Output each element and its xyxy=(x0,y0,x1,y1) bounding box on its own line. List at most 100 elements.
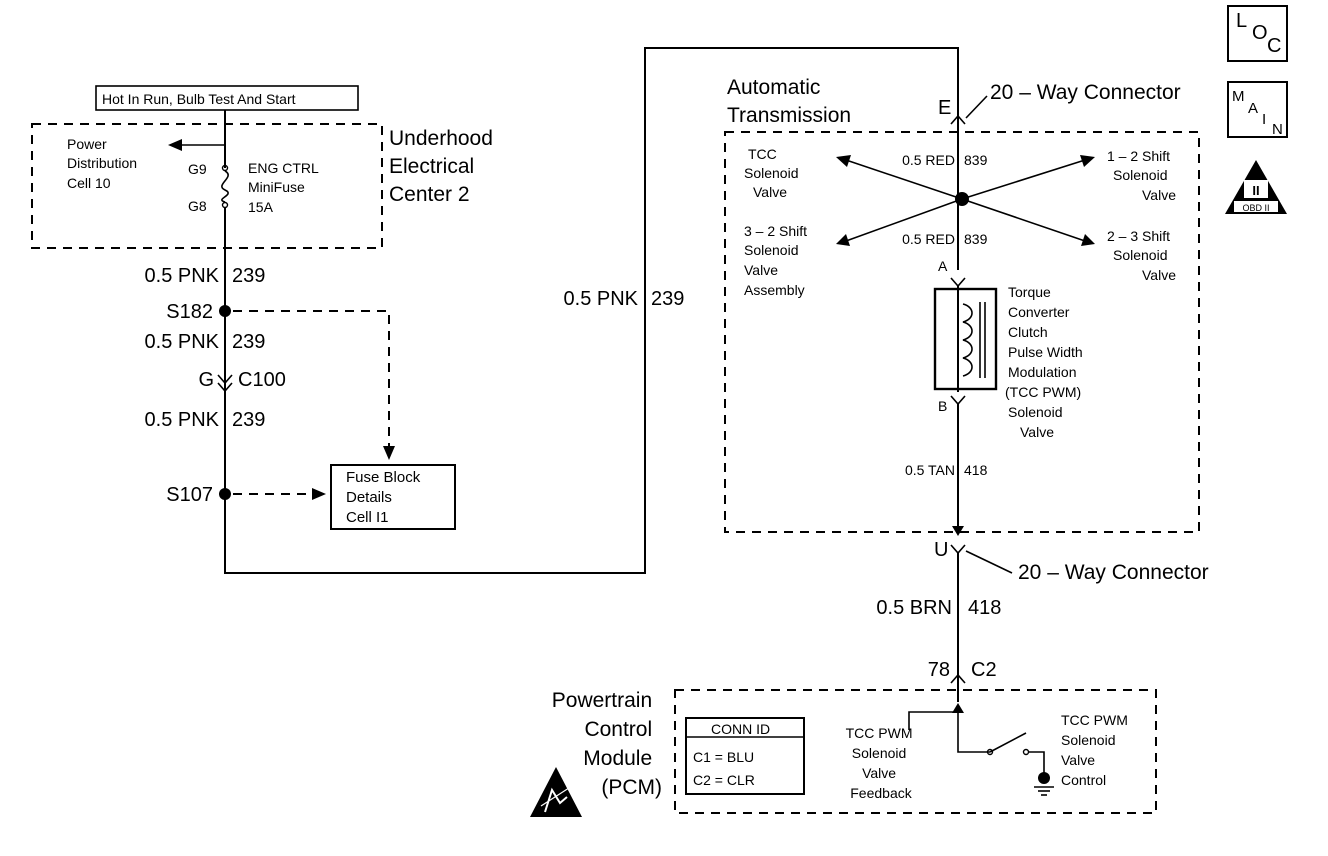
conn-top-pin: E xyxy=(938,97,951,119)
conn-id-row-2: C2 = CLR xyxy=(693,772,755,788)
branch-12 xyxy=(961,159,1086,200)
pwm-solenoid-coil xyxy=(962,303,973,377)
splice-s107: S107 xyxy=(166,484,213,506)
pcm-title: Powertrain Control Module (PCM) xyxy=(552,689,662,799)
ground-node xyxy=(1038,772,1050,784)
pcm-internal-wire xyxy=(957,712,990,753)
brn-wire-circuit: 418 xyxy=(968,597,1001,619)
conn-id-title: CONN ID xyxy=(711,721,770,737)
left-wire3-circuit: 239 xyxy=(232,409,265,431)
svg-text:OBD II: OBD II xyxy=(1242,203,1269,213)
pin-b-symbol xyxy=(950,395,966,406)
conn-id-box xyxy=(685,717,805,795)
s182-ref-arrowhead xyxy=(383,446,395,460)
splice-s182-dot xyxy=(219,305,231,317)
pin-a-symbol xyxy=(950,277,966,288)
conn-bottom-symbol xyxy=(950,544,966,555)
conn-bottom-leader xyxy=(965,550,1013,574)
tan-wire-circuit: 418 xyxy=(964,462,988,478)
svg-text:II: II xyxy=(1252,183,1259,198)
fuse-block-ref: Fuse Block Details Cell I1 xyxy=(346,469,424,526)
red-wire-top-gauge: 0.5 RED xyxy=(902,152,955,168)
conn-bottom-pin: U xyxy=(934,539,948,561)
supply-label: Hot In Run, Bulb Test And Start xyxy=(102,91,296,107)
svg-text:C: C xyxy=(1267,35,1281,57)
left-wire1-gauge: 0.5 PNK xyxy=(145,265,220,287)
fuse-label: ENG CTRL MiniFuse 15A xyxy=(248,160,322,215)
switch-contact-2 xyxy=(1022,748,1030,756)
fuse-terminal-bottom xyxy=(221,201,229,209)
pin-a: A xyxy=(938,258,948,274)
shift32-label: 3 – 2 Shift Solenoid Valve Assembly xyxy=(744,223,811,298)
left-pnk-wire xyxy=(224,47,959,574)
underhood-title: Underhood Electrical Center 2 xyxy=(389,127,499,206)
svg-text:O: O xyxy=(1252,22,1268,44)
pcm-pin-number: 78 xyxy=(928,659,950,681)
pin-g8: G8 xyxy=(188,198,207,214)
left-wire2-gauge: 0.5 PNK xyxy=(145,331,220,353)
left-wire3-gauge: 0.5 PNK xyxy=(145,409,220,431)
red-wire-mid-gauge: 0.5 RED xyxy=(902,231,955,247)
main-icon[interactable]: M A I N xyxy=(1227,81,1288,138)
fuse-block-box xyxy=(330,464,456,530)
center-wire-gauge: 0.5 PNK xyxy=(564,288,639,310)
shift12-label: 1 – 2 Shift Solenoid Valve xyxy=(1107,148,1176,203)
feedback-line xyxy=(908,711,958,730)
left-wire1-circuit: 239 xyxy=(232,265,265,287)
power-dist-arrow-line xyxy=(182,127,226,146)
svg-text:A: A xyxy=(1248,100,1258,117)
conn-id-row-1: C1 = BLU xyxy=(693,749,754,765)
svg-text:M: M xyxy=(1232,88,1245,105)
tan-wire-gauge: 0.5 TAN xyxy=(905,462,955,478)
underhood-box xyxy=(31,123,383,249)
red-wire-mid-circuit: 839 xyxy=(964,231,988,247)
pcm-box xyxy=(674,689,1157,814)
obd-ii-icon[interactable]: II OBD II xyxy=(1225,160,1287,214)
connector-c100-symbol xyxy=(217,374,233,393)
feedback-label: TCC PWM Solenoid Valve Feedback xyxy=(846,725,917,801)
arrow-12 xyxy=(1080,155,1095,167)
control-label: TCC PWM Solenoid Valve Control xyxy=(1061,712,1132,788)
branch-tcc xyxy=(845,159,963,200)
tcc-solenoid-label: TCC Solenoid Valve xyxy=(744,146,802,200)
power-distribution-ref: Power Distribution Cell 10 xyxy=(67,136,141,191)
s107-ref-arrowhead xyxy=(312,488,326,500)
transmission-title: Automatic Transmission xyxy=(727,76,851,127)
esd-warning-icon xyxy=(530,767,582,817)
s182-dashed-ref xyxy=(233,310,390,446)
red-wire-top-circuit: 839 xyxy=(964,152,988,168)
connector-c100-name: C100 xyxy=(238,369,286,391)
branch-23 xyxy=(961,198,1086,242)
center-wire-circuit: 239 xyxy=(651,288,684,310)
brn-wire-gauge: 0.5 BRN xyxy=(876,597,952,619)
pcm-connector-symbol xyxy=(950,673,966,684)
pwm-solenoid-box xyxy=(933,287,998,391)
conn-top-leader xyxy=(965,95,988,119)
arrow-32 xyxy=(836,234,850,246)
pwm-solenoid-label: Torque Converter Clutch Pulse Width Modu… xyxy=(1005,284,1087,440)
svg-text:I: I xyxy=(1262,111,1266,128)
trans-exit-arrowhead xyxy=(952,526,964,536)
left-wire2-circuit: 239 xyxy=(232,331,265,353)
svg-text:N: N xyxy=(1272,121,1283,138)
branch-32 xyxy=(845,198,963,242)
loc-icon[interactable]: L O C xyxy=(1227,5,1288,62)
feedback-arrowhead xyxy=(952,703,964,713)
shift23-label: 2 – 3 Shift Solenoid Valve xyxy=(1107,228,1176,283)
supply-label-box xyxy=(95,85,359,111)
splice-s107-dot xyxy=(219,488,231,500)
pin-g9: G9 xyxy=(188,161,207,177)
switch-contact-1 xyxy=(986,748,994,756)
switch-to-ground xyxy=(1028,751,1045,776)
transmission-box xyxy=(724,131,1200,533)
pin-b: B xyxy=(938,398,947,414)
switch-blade xyxy=(989,732,1027,753)
connector-c100-pin: G xyxy=(198,369,214,391)
splice-s182: S182 xyxy=(166,301,213,323)
arrow-tcc xyxy=(836,155,851,167)
fuse-symbol xyxy=(221,170,229,203)
conn-top-label: 20 – Way Connector xyxy=(990,81,1181,104)
conn-bottom-label: 20 – Way Connector xyxy=(1018,561,1209,584)
pcm-conn-name: C2 xyxy=(971,659,997,681)
